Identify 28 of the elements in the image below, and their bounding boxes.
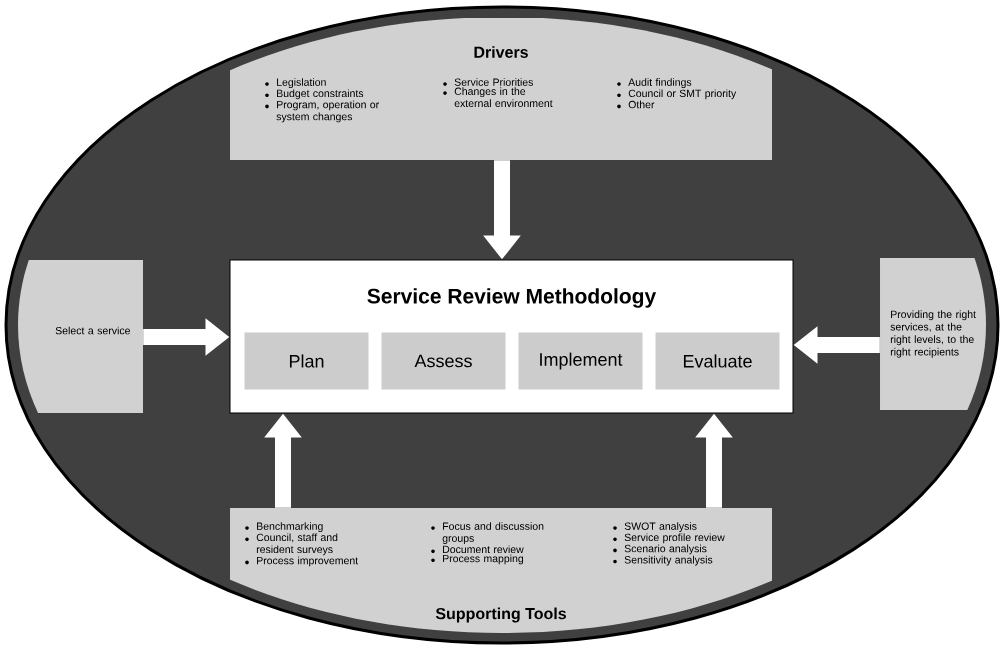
bullet-item: Program, operation or system changes — [276, 100, 379, 123]
bullet-item: Other — [628, 100, 655, 109]
bullet-item: Document review — [443, 545, 524, 554]
text-band — [230, 18, 772, 160]
side-panel: Select a service — [18, 260, 143, 413]
bullet-item: Council or SMT priority — [628, 89, 737, 100]
bullet-item: SWOT analysis — [624, 522, 697, 532]
bullet-item: Council, staff and resident surveys — [256, 533, 338, 556]
bullet-item: Process mapping — [443, 554, 524, 565]
band-heading: Supporting Tools — [435, 607, 566, 623]
bullet-item: Budget constraints — [277, 89, 364, 100]
bullet-item: Benchmarking — [257, 522, 323, 532]
phase-box: Implement — [518, 332, 643, 390]
bullet-item: Scenario analysis — [624, 544, 707, 555]
bullet-item: Audit findings — [628, 78, 692, 88]
bullet-item: Service profile review — [624, 533, 725, 544]
band-heading: Drivers — [474, 46, 528, 58]
bullet-item: Changes in the external environment — [454, 87, 553, 108]
bullet-item: Service Priorities — [454, 78, 533, 86]
text-band — [230, 508, 772, 633]
phase-box: Assess — [381, 332, 506, 390]
phase-box: Plan — [244, 332, 369, 390]
bullet-item: Process improvement — [257, 556, 359, 567]
bullet-item: Legislation — [277, 78, 326, 88]
side-panel: Providing the right services, at the right levels, to the right recipients — [880, 258, 986, 410]
phase-box: Evaluate — [655, 332, 780, 390]
bullet-item: Sensitivity analysis — [624, 555, 713, 566]
bullet-item: Focus and discussion groups — [442, 522, 544, 544]
